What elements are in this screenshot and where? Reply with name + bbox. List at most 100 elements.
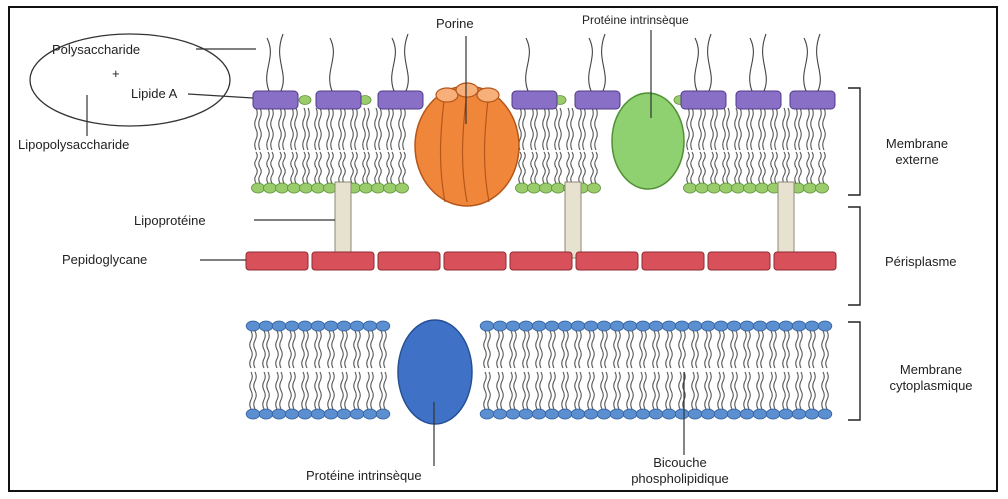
- lipid-tail: [540, 331, 543, 368]
- lipid-tail: [567, 152, 570, 183]
- lipid-tail: [307, 152, 310, 183]
- lipid-tail: [751, 108, 754, 150]
- inner-phospholipid-head: [558, 321, 572, 331]
- peptidoglycan-segment: [774, 252, 836, 270]
- lipid-tail: [751, 152, 754, 183]
- lipid-tail: [255, 152, 258, 183]
- lipid-tail: [657, 372, 660, 409]
- lipid-tail: [293, 331, 296, 368]
- lipid-tail: [763, 108, 766, 150]
- label-membrane-cyto-line2: cytoplasmique: [872, 378, 990, 394]
- lipid-tail: [501, 372, 504, 409]
- lipid-tail: [303, 108, 306, 150]
- lipid-tail: [484, 372, 487, 409]
- inner-phospholipid-head: [519, 321, 533, 331]
- inner-phospholipid-head: [298, 409, 312, 419]
- lipid-tail: [692, 331, 695, 368]
- label-membrane-externe-line2: externe: [872, 152, 962, 168]
- inner-phospholipid-head: [311, 321, 325, 331]
- inner-phospholipid-head: [246, 321, 260, 331]
- polysaccharide-chain: [817, 34, 821, 91]
- lipid-tail: [653, 331, 656, 368]
- lipid-tail: [291, 152, 294, 183]
- lipid-tail: [787, 331, 790, 368]
- inner-phospholipid-head: [766, 321, 780, 331]
- lipid-tail: [555, 152, 558, 183]
- lipid-tail: [267, 108, 270, 150]
- outer-phospholipid-head: [720, 183, 733, 193]
- inner-phospholipid-head: [662, 409, 676, 419]
- polysaccharide-chain: [526, 38, 530, 91]
- lipid-tail: [283, 152, 286, 183]
- lipid-tail: [562, 331, 565, 368]
- lipid-tail: [627, 372, 630, 409]
- lipid-tail: [267, 372, 270, 409]
- label-perisplasme: Périsplasme: [885, 254, 957, 270]
- lipid-tail: [761, 372, 764, 409]
- lipid-tail: [718, 331, 721, 368]
- inner-phospholipid-head: [298, 321, 312, 331]
- lipid-tail: [796, 331, 799, 368]
- lipid-tail: [653, 372, 656, 409]
- inner-phospholipid-head: [480, 409, 494, 419]
- lipid-tail: [583, 108, 586, 150]
- inner-phospholipid-head: [805, 321, 819, 331]
- lipid-a-block: [681, 91, 726, 109]
- lipid-tail: [371, 372, 374, 409]
- lipid-tail: [735, 108, 738, 150]
- lipid-tail: [722, 331, 725, 368]
- lipid-tail: [579, 372, 582, 409]
- lipid-tail: [380, 372, 383, 409]
- lipid-tail: [384, 372, 387, 409]
- inner-phospholipid-head: [259, 409, 273, 419]
- lipid-tail: [601, 372, 604, 409]
- inner-phospholipid-head: [740, 321, 754, 331]
- lipid-tail: [280, 331, 283, 368]
- lipid-tail: [536, 331, 539, 368]
- lipid-tail: [543, 152, 546, 183]
- lipid-tail: [614, 372, 617, 409]
- lipid-tail: [295, 152, 298, 183]
- lipid-tail: [739, 108, 742, 150]
- inner-phospholipid-head: [766, 409, 780, 419]
- lipid-tail: [696, 372, 699, 409]
- lipid-tail: [687, 108, 690, 150]
- label-bicouche-line1: Bicouche: [615, 455, 745, 471]
- lipid-tail: [267, 331, 270, 368]
- inner-phospholipid-head: [519, 409, 533, 419]
- lipid-tail: [559, 108, 562, 150]
- lipid-tail: [735, 372, 738, 409]
- lipid-tail: [696, 331, 699, 368]
- inner-phospholipid-head: [805, 409, 819, 419]
- inner-phospholipid-head: [623, 409, 637, 419]
- inner-phospholipid-head: [649, 409, 663, 419]
- lipid-tail: [523, 372, 526, 409]
- outer-phospholipid-head: [804, 183, 817, 193]
- inner-phospholipid-head: [506, 409, 520, 419]
- lipid-tail: [640, 331, 643, 368]
- lipid-tail: [571, 108, 574, 150]
- lipid-tail: [543, 108, 546, 150]
- lipid-tail: [363, 108, 366, 150]
- lipid-tail: [811, 152, 814, 183]
- lipid-tail: [510, 372, 513, 409]
- outer-phospholipid-head: [288, 183, 301, 193]
- lipid-tail: [679, 331, 682, 368]
- lipid-tail: [775, 108, 778, 150]
- lipid-tail: [683, 331, 686, 368]
- lipid-tail: [699, 152, 702, 183]
- lipid-a-block: [316, 91, 361, 109]
- lipid-tail: [744, 331, 747, 368]
- lipid-tail: [254, 372, 257, 409]
- label-proteine-intrinseque-bottom: Protéine intrinsèque: [306, 468, 422, 484]
- lipid-tail: [595, 108, 598, 150]
- lipid-tail: [289, 372, 292, 409]
- lipid-tail: [807, 108, 810, 150]
- lipid-tail: [523, 152, 526, 183]
- lipid-tail: [796, 372, 799, 409]
- lipid-tail: [823, 152, 826, 183]
- lipid-tail: [380, 331, 383, 368]
- polysaccharide-chain: [750, 38, 754, 91]
- lipid-tail: [631, 331, 634, 368]
- lipid-tail: [358, 331, 361, 368]
